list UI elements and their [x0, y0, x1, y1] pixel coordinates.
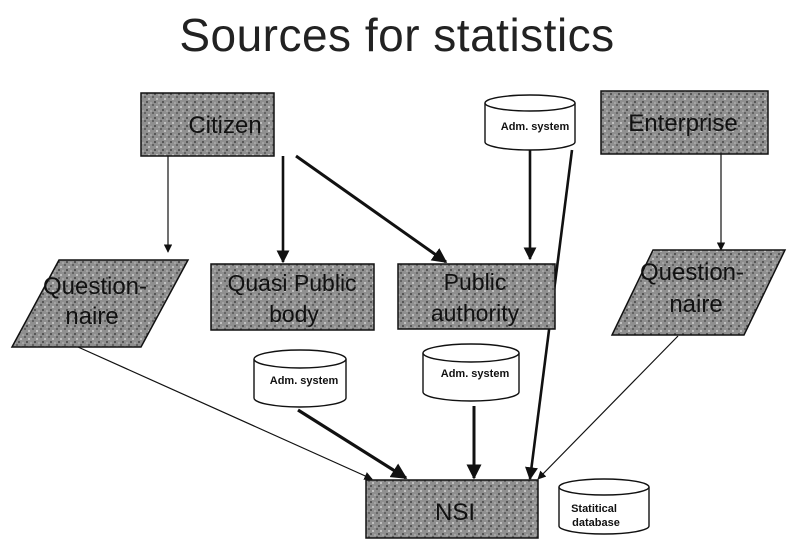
edge-citizen-to-public-authority: [295, 154, 448, 264]
public-authority-line1: Public: [444, 269, 507, 295]
questionnaire-right-node: Question- naire: [610, 249, 787, 336]
citizen-label: Citizen: [188, 112, 261, 139]
statistical-db-line2: database: [572, 517, 620, 529]
questionnaire-right-line1: Question-: [640, 259, 744, 286]
questionnaire-left-line2: naire: [65, 303, 118, 330]
adm-system-center-label: Adm. system: [441, 368, 510, 380]
quasi-public-line1: Quasi Public: [227, 270, 356, 296]
nsi-label: NSI: [435, 499, 475, 526]
citizen-node: Citizen: [140, 92, 275, 157]
edge-questionnaire-right-to-nsi: [537, 335, 679, 480]
adm-system-left-label: Adm. system: [270, 375, 339, 387]
nsi-node: NSI: [365, 479, 539, 539]
public-authority-line2: authority: [431, 300, 520, 326]
adm-system-left-cylinder: Adm. system: [253, 349, 347, 408]
questionnaire-left-line1: Question-: [43, 273, 147, 300]
enterprise-label: Enterprise: [628, 110, 737, 137]
quasi-public-body-node: Quasi Public body: [210, 263, 375, 331]
questionnaire-left-node: Question- naire: [10, 259, 190, 348]
edge-adm-left-to-nsi: [297, 408, 408, 480]
quasi-public-line2: body: [269, 301, 319, 327]
adm-system-top-cylinder: Adm. system: [484, 94, 576, 151]
edge-questionnaire-left-to-nsi: [77, 346, 373, 480]
statistical-database-cylinder: Statitical database: [558, 478, 650, 535]
public-authority-node: Public authority: [397, 263, 556, 330]
edges: [77, 149, 726, 481]
questionnaire-right-line2: naire: [669, 291, 722, 318]
statistical-db-line1: Statitical: [571, 503, 617, 515]
adm-system-top-label: Adm. system: [501, 121, 570, 133]
enterprise-node: Enterprise: [600, 90, 769, 155]
diagram-title: Sources for statistics: [179, 9, 615, 61]
adm-system-center-cylinder: Adm. system: [422, 343, 520, 402]
